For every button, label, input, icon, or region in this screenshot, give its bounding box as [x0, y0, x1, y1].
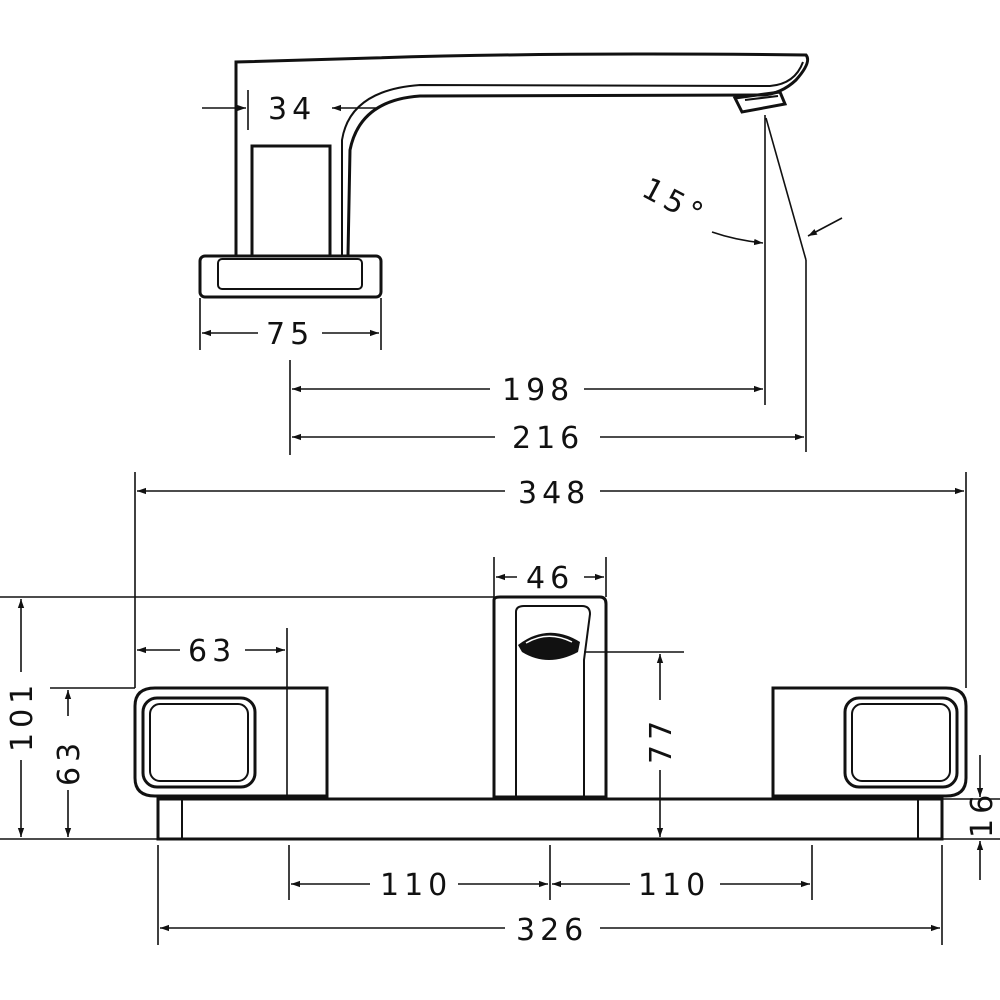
dim-348: 348 [518, 476, 590, 511]
base-plate [198, 254, 383, 299]
dim-46: 46 [526, 561, 574, 596]
front-base-plate [156, 797, 944, 841]
front-view: 348 46 63 101 63 77 16 [0, 472, 1000, 948]
right-handle [771, 686, 968, 798]
spout-inner-curve [341, 61, 804, 255]
dim-77: 77 [644, 716, 679, 764]
handle-block [250, 144, 332, 258]
dim-101: 101 [5, 680, 40, 752]
dim-326: 326 [516, 913, 588, 948]
dim-16: 16 [965, 790, 1000, 838]
side-view: 34 75 198 216 15° [198, 52, 843, 456]
dim-216: 216 [512, 421, 584, 456]
dim-angle: 15° [636, 171, 713, 234]
left-handle [133, 686, 329, 798]
dim-198: 198 [502, 373, 574, 408]
aerator [732, 90, 788, 114]
dim-75: 75 [266, 317, 314, 352]
dim-34: 34 [268, 92, 316, 127]
dim-63-horizontal: 63 [188, 634, 236, 669]
dim-110-right: 110 [638, 868, 710, 903]
spout-body [234, 52, 810, 256]
dim-63-vertical: 63 [52, 738, 87, 786]
dim-110-left: 110 [380, 868, 452, 903]
